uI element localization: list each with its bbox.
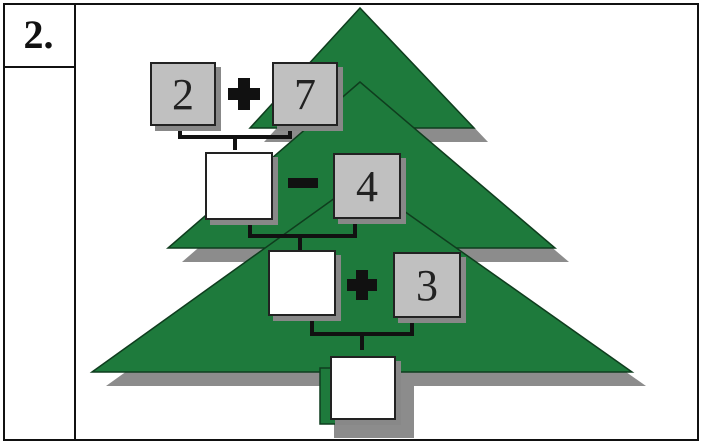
final-answer-box[interactable] (330, 356, 396, 420)
problem-number-cell: 2. (3, 3, 74, 68)
plus-icon (347, 270, 377, 300)
answer-box[interactable] (268, 250, 336, 316)
worksheet-frame (3, 3, 699, 441)
operand-value: 7 (294, 69, 316, 119)
problem-number: 2. (23, 12, 54, 57)
bracket-connector (248, 222, 357, 250)
bracket-connector (178, 126, 292, 150)
operand-value: 4 (356, 161, 378, 211)
operand-value: 2 (172, 69, 194, 119)
answer-box[interactable] (205, 152, 273, 220)
operand-box: 3 (393, 252, 461, 318)
operand-box: 2 (150, 62, 216, 126)
plus-icon (228, 78, 260, 110)
operand-value: 3 (416, 260, 438, 310)
number-column: 2. (3, 3, 76, 441)
bracket-connectors (178, 126, 414, 350)
bracket-connector (310, 318, 414, 350)
operand-box: 4 (333, 153, 401, 219)
minus-icon (288, 178, 318, 188)
operand-box: 7 (272, 62, 338, 126)
